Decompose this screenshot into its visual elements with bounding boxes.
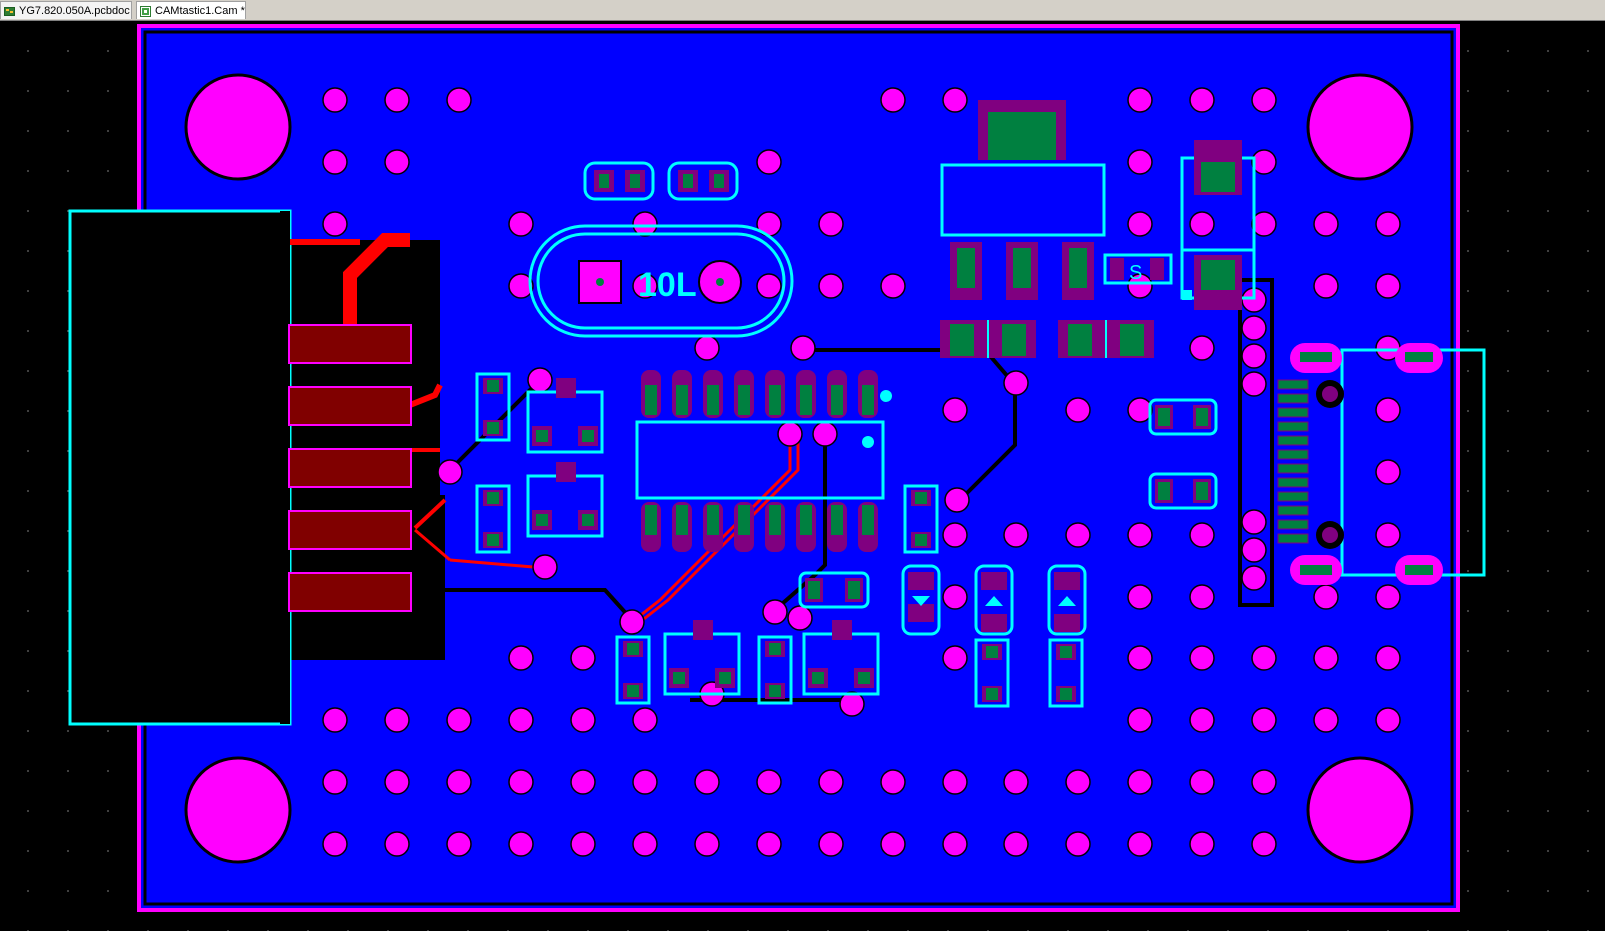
pcb-canvas[interactable]: 10L xyxy=(0,21,1605,931)
tab-label: YG7.820.050A.pcbdoc xyxy=(19,5,130,17)
cam-document-icon xyxy=(140,5,151,17)
diode-silkscreen-label: S xyxy=(1129,262,1142,284)
ic-soic16 xyxy=(635,370,892,552)
small-diode: S xyxy=(1103,253,1173,285)
voltage-regulator xyxy=(940,100,1106,300)
vias xyxy=(322,87,1401,857)
mounting-holes xyxy=(184,73,1414,864)
micro-usb-connector xyxy=(1277,343,1486,585)
tab-label: CAMtastic1.Cam * xyxy=(155,5,245,17)
top-capacitors xyxy=(583,161,739,201)
diode-footprint xyxy=(1180,140,1256,310)
connector-pins xyxy=(288,324,412,612)
bottom-traces xyxy=(415,278,1274,702)
connector-edge xyxy=(280,211,290,724)
passive-components xyxy=(475,372,1218,708)
crystal-footprint: 10L xyxy=(528,224,794,338)
usb-connector-outline xyxy=(68,209,292,726)
document-tab-bar: YG7.820.050A.pcbdoc CAMtastic1.Cam * xyxy=(0,0,1605,21)
pcb-document-icon xyxy=(4,5,15,16)
crystal-silkscreen-label: 10L xyxy=(638,266,697,304)
led-footprints xyxy=(901,564,1087,636)
regulator-resistors xyxy=(940,320,1154,358)
tab-pcb-document[interactable]: YG7.820.050A.pcbdoc xyxy=(0,1,132,19)
tab-cam-document[interactable]: CAMtastic1.Cam * xyxy=(136,1,246,19)
